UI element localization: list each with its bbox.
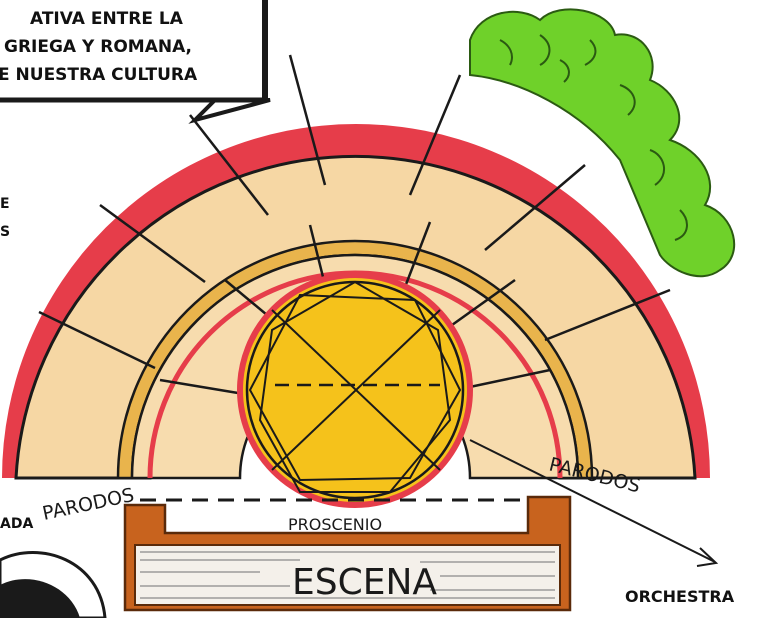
orchestra-pointer [469,439,719,567]
label-parodos-left: PARODOS [40,484,136,525]
callout-line-2: GRIEGA Y ROMANA, [4,37,192,57]
stage-building [123,495,572,612]
callout-box: ATIVA ENTRE LA GRIEGA Y ROMANA, E NUESTR… [0,0,271,124]
callout-line-3: E NUESTRA CULTURA [0,65,198,85]
label-proscenio: PROSCENIO [288,515,382,534]
side-fragment-2: S [0,224,10,240]
callout-line-1: ATIVA ENTRE LA [30,9,184,29]
partial-logo [0,551,107,618]
orchestra-circle [237,272,473,508]
tree-foliage [469,8,736,278]
side-fragment-1: E [0,196,10,212]
label-escena: ESCENA [292,562,437,603]
label-orchestra: ORCHESTRA [625,587,735,606]
label-ada-fragment: ADA [0,516,33,532]
radial-dividers [38,54,671,397]
